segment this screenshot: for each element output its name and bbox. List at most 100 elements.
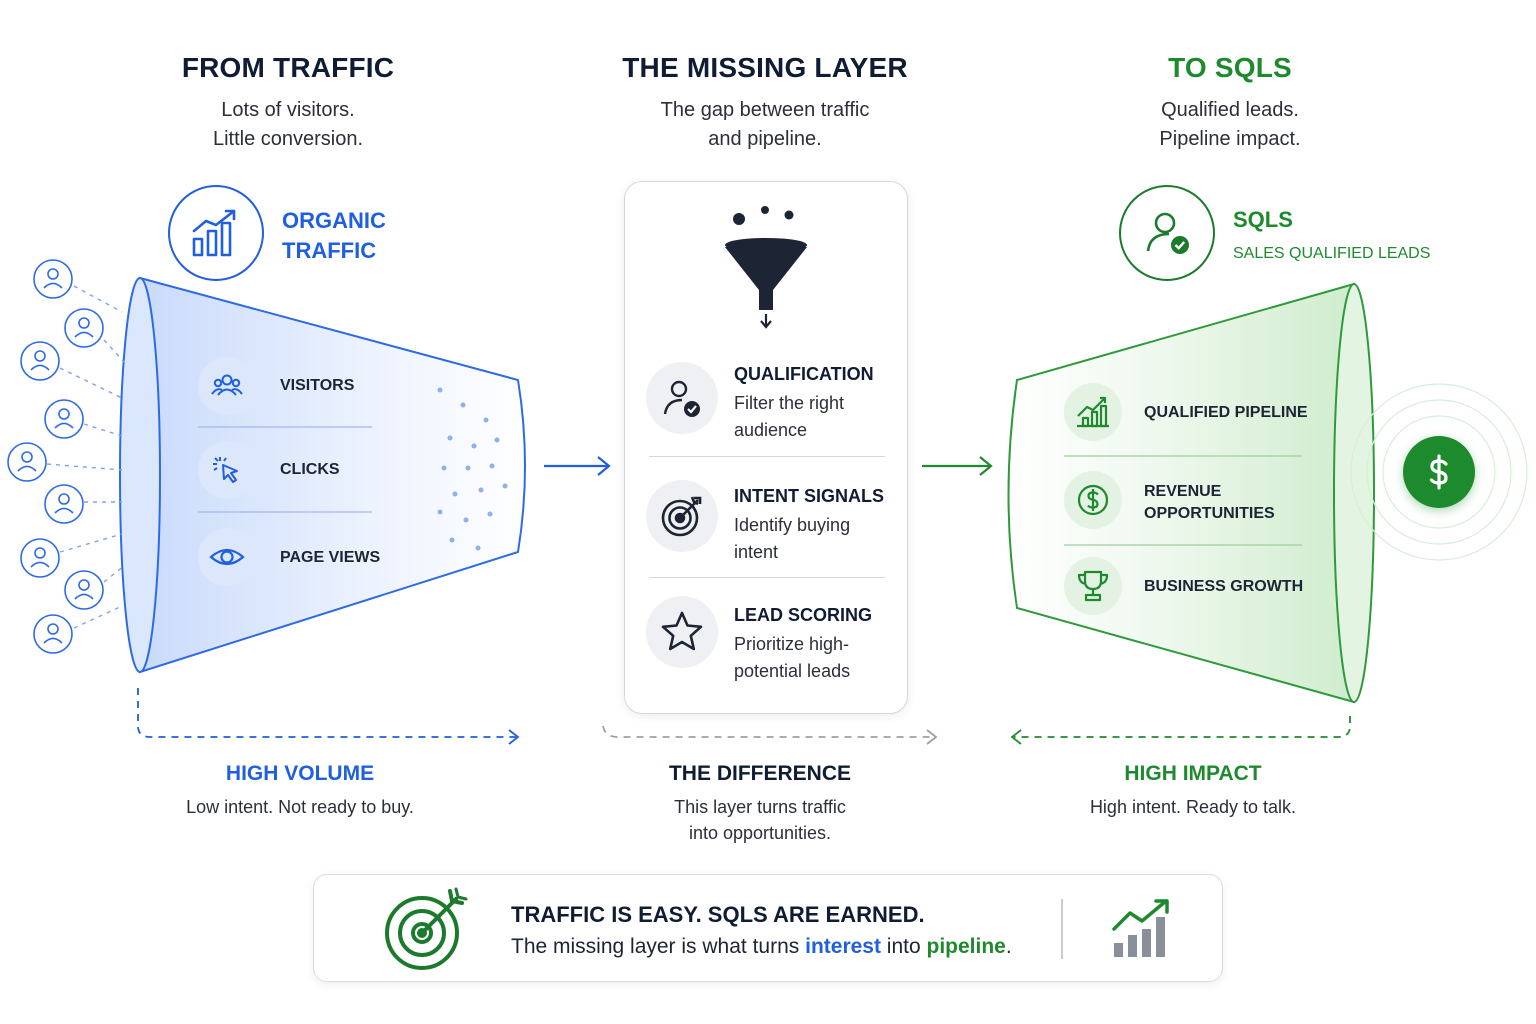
qualified-pipeline-label: QUALIFIED PIPELINE [1144,404,1308,421]
banner-divider [1061,899,1063,959]
qualification-title: QUALIFICATION [734,364,874,384]
eye-icon [209,548,245,566]
dollar-circle-icon [1077,484,1109,516]
middle-subtitle-2: and pipeline. [708,128,822,150]
dollar-sign-icon [1429,454,1448,490]
right-subtitle-1: Qualified leads. [1161,99,1299,121]
growth-chart-icon [1077,396,1109,428]
lead-scoring-desc-line-2: potential leads [734,661,851,681]
intent-signals-title: INTENT SIGNALS [734,486,885,506]
visitor-person-icon [33,259,73,299]
visitor-people [7,259,125,654]
right-dashed-connector [1014,716,1351,738]
cursor-click-icon [213,457,238,483]
banner-word-interest: interest [805,935,881,958]
lead-scoring-desc: Prioritize high- potential leads [734,631,884,685]
middle-header: THE MISSING LAYER The gap between traffi… [600,52,930,154]
row-divider [649,456,885,457]
badge-line-2: TRAFFIC [282,238,377,263]
banner-text-after: . [1005,935,1012,958]
banner-text-before: The missing layer is what turns [511,935,806,958]
traffic-particles [437,387,508,551]
growth-bars-icon [1112,899,1169,957]
clicks-icon-circle [198,441,256,499]
high-impact-title: HIGH IMPACT [1124,762,1262,785]
qualification-desc-line-2: audience [734,420,808,440]
visitor-person-icon [64,308,104,348]
high-volume-title: HIGH VOLUME [225,762,375,785]
left-subtitle-1: Lots of visitors. [221,99,355,121]
lead-scoring-icon-circle [646,596,718,668]
clicks-label: CLICKS [280,461,340,478]
dollar-ripples [1350,383,1528,561]
qualification-icon-circle [646,362,718,434]
sqls-badge [1119,185,1215,281]
page-views-label: PAGE VIEWS [280,549,381,566]
arrow-to-middle [544,456,611,476]
sqls-badge-subtitle: SALES QUALIFIED LEADS [1233,245,1431,262]
right-subtitle-2: Pipeline impact. [1159,128,1301,150]
pipeline-icon-circle [1064,383,1122,441]
row-divider [649,577,885,578]
difference-text-2: into opportunities. [688,823,832,843]
funnel-icon [725,206,807,329]
qualification-desc-line-1: Filter the right [734,393,845,413]
badge-line-1: ORGANIC [282,208,386,233]
high-impact-text: High intent. Ready to talk. [1089,797,1297,817]
banner-headline: TRAFFIC IS EASY. SQLS ARE EARNED. [511,902,925,927]
visitor-person-icon [64,570,104,610]
revenue-opportunities-label: REVENUE OPPORTUNITIES [1144,481,1275,525]
right-footer: HIGH IMPACT High intent. Ready to talk. [1043,762,1343,820]
bar-chart-icon [192,209,236,257]
middle-dashed-connector [602,725,934,738]
qualification-desc: Filter the right audience [734,390,884,444]
revenue-label-line-1: REVENUE [1144,483,1222,500]
dollar-badge [1403,436,1475,508]
star-icon [661,611,703,651]
trophy-icon [1077,570,1109,602]
intent-desc-line-2: intent [734,542,779,562]
intent-icon-circle [646,480,718,552]
page-views-icon-circle [198,528,256,586]
banner-word-pipeline: pipeline [926,935,1006,958]
banner-text-middle: into [880,935,927,958]
visitor-person-icon [20,341,60,381]
intent-desc-line-1: Identify buying [734,515,851,535]
banner-message: The missing layer is what turns interest… [511,935,1012,959]
visitor-person-icon [44,484,84,524]
middle-footer: THE DIFFERENCE This layer turns traffic … [610,762,910,846]
revenue-label-line-2: OPPORTUNITIES [1144,505,1275,522]
intent-signals-desc: Identify buying intent [734,512,884,566]
lead-scoring-desc-line-1: Prioritize high- [734,634,850,654]
summary-banner: TRAFFIC IS EASY. SQLS ARE EARNED. The mi… [313,874,1223,982]
users-icon [211,374,243,396]
target-arrow-icon [385,887,468,970]
middle-title: THE MISSING LAYER [622,52,908,83]
visitors-icon-circle [198,357,256,415]
difference-title: THE DIFFERENCE [668,762,851,785]
lead-scoring-title: LEAD SCORING [734,605,873,625]
target-icon [661,496,702,537]
organic-traffic-badge [168,185,264,281]
organic-traffic-label: ORGANIC TRAFFIC [282,206,386,266]
sqls-badge-title: SQLS [1233,207,1293,232]
business-growth-label: BUSINESS GROWTH [1144,578,1304,595]
left-title: FROM TRAFFIC [181,52,395,83]
visitor-person-icon [44,399,84,439]
visitor-person-icon [33,614,73,654]
revenue-icon-circle [1064,471,1122,529]
arrow-to-right [922,456,993,476]
left-header: FROM TRAFFIC Lots of visitors. Little co… [148,52,428,154]
visitor-person-icon [20,538,60,578]
difference-text-1: This layer turns traffic [674,797,846,817]
left-subtitle-2: Little conversion. [212,128,364,150]
middle-subtitle-1: The gap between traffic [660,99,870,121]
growth-icon-circle [1064,557,1122,615]
visitors-label: VISITORS [280,377,355,394]
missing-layer-card: QUALIFICATION Filter the right audience … [624,181,908,714]
left-footer: HIGH VOLUME Low intent. Not ready to buy… [150,762,450,820]
right-title: TO SQLS [1168,52,1292,83]
user-check-icon [663,380,700,417]
right-header: TO SQLS Qualified leads. Pipeline impact… [1090,52,1370,154]
user-verified-icon [1146,212,1189,254]
